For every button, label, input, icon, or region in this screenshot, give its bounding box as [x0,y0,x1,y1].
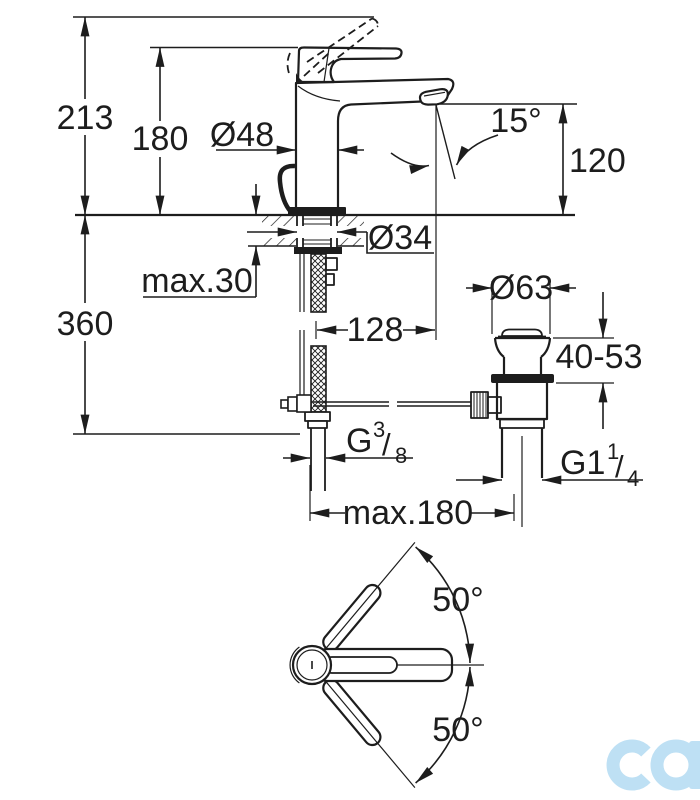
label-supply-thread-denominator: 8 [395,443,407,468]
label-waste-range: 40-53 [556,338,643,376]
watermark-logo [606,739,700,791]
swivel-axis-lower [325,680,416,788]
angle-leader [455,134,499,166]
faucet-body-outline [294,77,455,215]
label-supply-thread-base: G [346,422,372,460]
dimension-max-spacing: max.180 [309,465,515,532]
dimension-spout-reach: 128 [315,311,435,349]
valve-inner-ring [296,649,328,681]
label-handle-height: 180 [132,120,189,158]
label-total-height: 213 [57,99,114,137]
base-escutcheon [288,207,346,215]
dimension-body-diameter: Ø48 [210,116,364,155]
label-waste-thread-base: G1 [560,444,605,482]
dimension-total-height: 213 [57,17,114,215]
waste-body [495,383,549,421]
linkage-adapter [487,396,502,414]
linkage-end-cap [280,399,289,409]
hose-bracket-2 [325,273,335,286]
hose-bracket-1 [325,257,338,271]
waste-coupling-ring [499,418,545,429]
dimension-halo [247,226,365,238]
label-spout-reach: 128 [347,311,404,349]
dimension-waste-flange: Ø63 [466,269,576,334]
dimension-spout-height: 120 [558,104,626,215]
label-spout-angle: 15° [490,102,541,140]
valve-outer-arc [289,646,300,684]
popup-linkage-rod [313,401,471,407]
label-swivel-lower: 50° [432,711,483,749]
handle-top-view: 50° 50° [289,542,484,788]
dimension-handle-height: 180 [132,47,189,215]
label-spout-height: 120 [569,142,626,180]
dimension-hose-length: 360 [57,215,114,434]
label-deck-thickness: max.30 [141,262,253,300]
label-swivel-upper: 50° [432,581,483,619]
dimension-spout-angle: 15° [390,102,542,340]
label-body-diameter: Ø48 [210,116,274,154]
popup-waste-assembly [491,328,554,527]
linkage-clamp-small [287,396,298,412]
label-waste-thread-numerator: 1 [607,439,619,464]
swivel-arc-upper [415,546,475,664]
label-hose-length: 360 [57,305,114,343]
shank-thread-lines [303,218,331,245]
flex-hose-upper [310,253,327,313]
mounting-nut [294,247,342,254]
waste-seal-ring [491,374,554,383]
knurl-ribs [473,392,487,418]
hose-end-nipple [307,420,328,429]
label-waste-flange: Ø63 [489,269,553,307]
waste-neck [493,337,552,374]
dimension-waste-range: 40-53 [553,292,642,429]
swivel-axis-upper [325,542,416,650]
waste-plug-cap [501,328,543,337]
handle-base-notch [296,73,304,82]
waste-tailpipe [500,428,544,478]
faucet-side-view [75,17,575,527]
swivel-arc-lower [415,666,475,784]
aerator-detail-line [423,91,446,97]
popup-lever-hook [277,163,296,214]
faucet-inner-curve [297,85,341,102]
label-supply-thread-numerator: 3 [373,417,385,442]
logo-d-bar [689,741,700,789]
dimensions: 213 180 Ø48 15° 120 [57,16,643,532]
logo-c-glyph [606,739,651,791]
dimension-supply-thread: G 3 / 8 [283,417,413,468]
label-waste-thread-denominator: 4 [627,466,639,491]
popup-rod [299,254,305,400]
supply-pipe [310,428,326,491]
water-stream-line [435,104,456,180]
label-supply-thread-slash: / [382,427,391,462]
dimension-hole-diameter: Ø34 [247,219,434,257]
dimension-waste-thread: G1 1 / 4 [456,439,643,491]
label-max-spacing: max.180 [343,494,473,532]
faucet-spout-underside [336,100,423,215]
angle-arc-left [390,152,430,174]
label-hole-diameter: Ø34 [368,219,432,257]
handle-inner-detail [323,656,398,674]
handle-lever-solid [296,46,403,84]
hose-end-nut [304,411,331,422]
handle-lever-raised-dashed [286,17,379,77]
aerator-outlet [418,88,449,106]
label-waste-thread-slash: / [615,449,624,484]
linkage-clamp-large [296,394,312,413]
dimension-deck-thickness: max.30 [141,184,261,300]
